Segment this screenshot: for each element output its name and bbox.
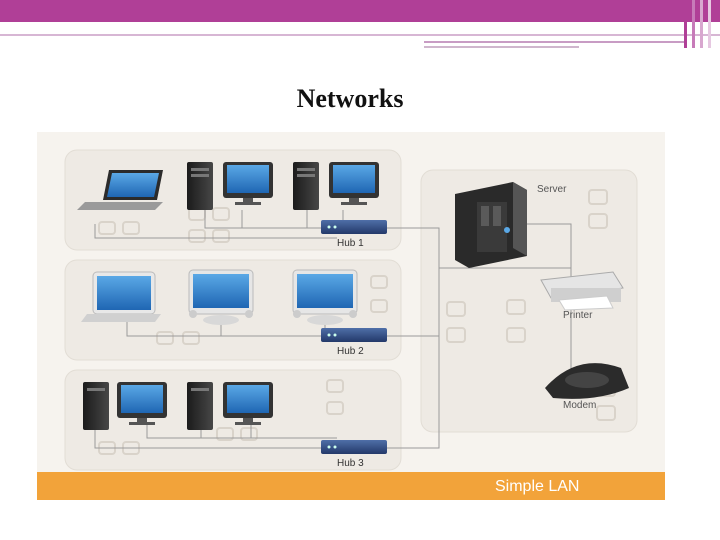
hub-3-icon <box>321 440 387 454</box>
hub-3-label: Hub 3 <box>337 458 364 469</box>
hub-2-icon <box>321 328 387 342</box>
header-rule-accent <box>424 41 684 43</box>
server-icon <box>455 182 527 268</box>
desktop-tower-icon-2 <box>293 162 319 210</box>
lan-diagram: Hub 1 Hub 2 Hub 3 Server Printer Modem S… <box>37 132 665 514</box>
monitor-icon-3 <box>117 382 167 425</box>
header-rule <box>0 34 720 36</box>
printer-label: Printer <box>563 310 593 321</box>
desktop-tower-icon-3 <box>83 382 109 430</box>
diagram-caption: Simple LAN <box>495 478 580 495</box>
modem-icon <box>545 363 629 399</box>
hub-2-label: Hub 2 <box>337 346 364 357</box>
imac-icon-1 <box>188 269 254 325</box>
header-rule-short <box>424 46 579 48</box>
printer-icon <box>540 271 624 311</box>
caption-banner <box>37 472 665 500</box>
modem-label: Modem <box>563 400 597 411</box>
desktop-tower-icon-4 <box>187 382 213 430</box>
desktop-tower-icon-1 <box>187 162 213 210</box>
caption-banner-base <box>37 500 665 514</box>
monitor-icon-1 <box>223 162 273 205</box>
imac-icon-2 <box>292 269 358 325</box>
slide-title: Networks <box>296 84 404 113</box>
lan-diagram-graphic <box>37 149 665 514</box>
hub-1-label: Hub 1 <box>337 238 364 249</box>
top-accent-bar <box>0 0 720 22</box>
monitor-icon-2 <box>329 162 379 205</box>
laptop-icon <box>77 170 163 210</box>
laptop-icon-white <box>81 271 161 322</box>
server-label: Server <box>537 184 567 195</box>
hub-1-icon <box>321 220 387 234</box>
monitor-icon-4 <box>223 382 273 425</box>
corner-ornament <box>680 0 720 48</box>
